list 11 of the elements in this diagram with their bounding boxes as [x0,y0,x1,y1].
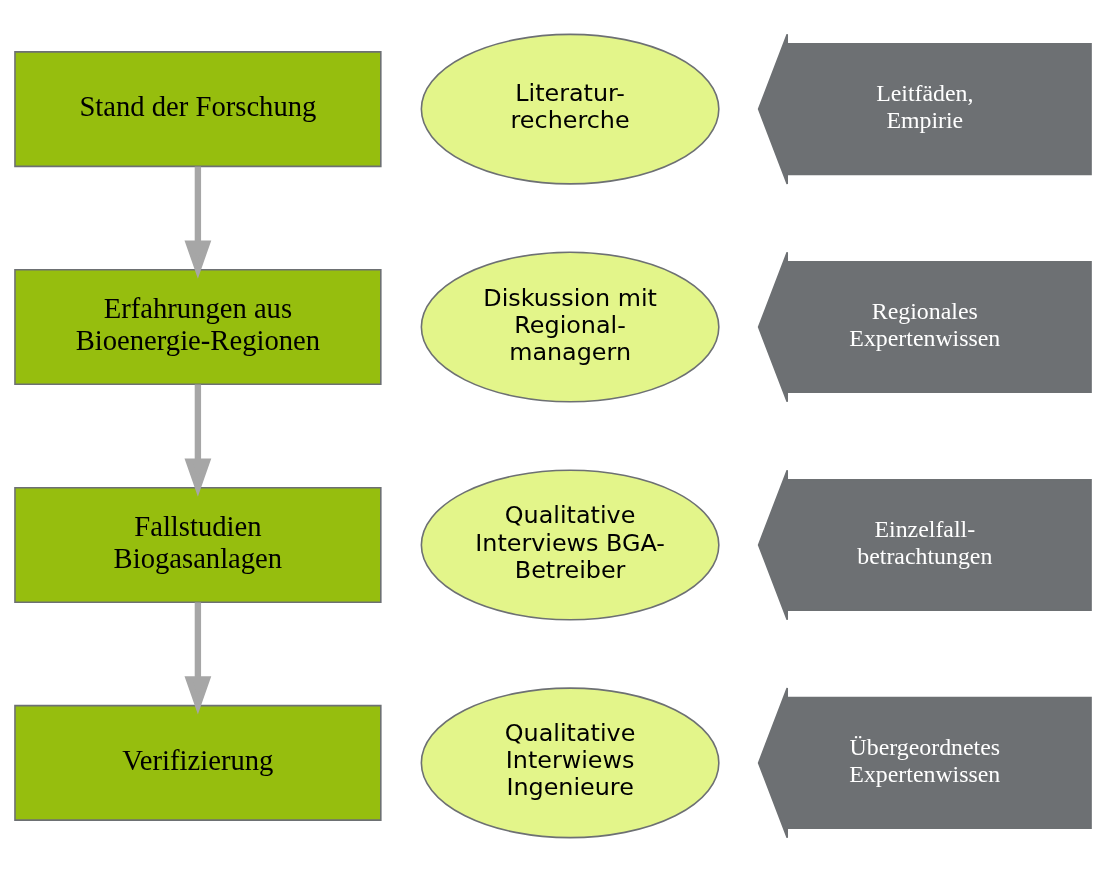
arrow [184,166,212,279]
node-ellipse: Literatur- recherche [420,33,720,185]
node-ellipse: Qualitative Interwiews Ingenieure [420,687,720,839]
node-ellipse: Diskussion mit Regional- managern [420,251,720,403]
node-box: Erfahrungen aus Bioenergie-Regionen [14,269,382,386]
arrow [184,384,212,497]
node-box: Fallstudien Biogasanlagen [14,486,382,603]
node-box: Verifizierung [14,704,382,821]
node-ellipse: Qualitative Interviews BGA- Betreiber [420,469,720,621]
node-box: Stand der Forschung [14,51,382,168]
arrow [184,602,212,715]
